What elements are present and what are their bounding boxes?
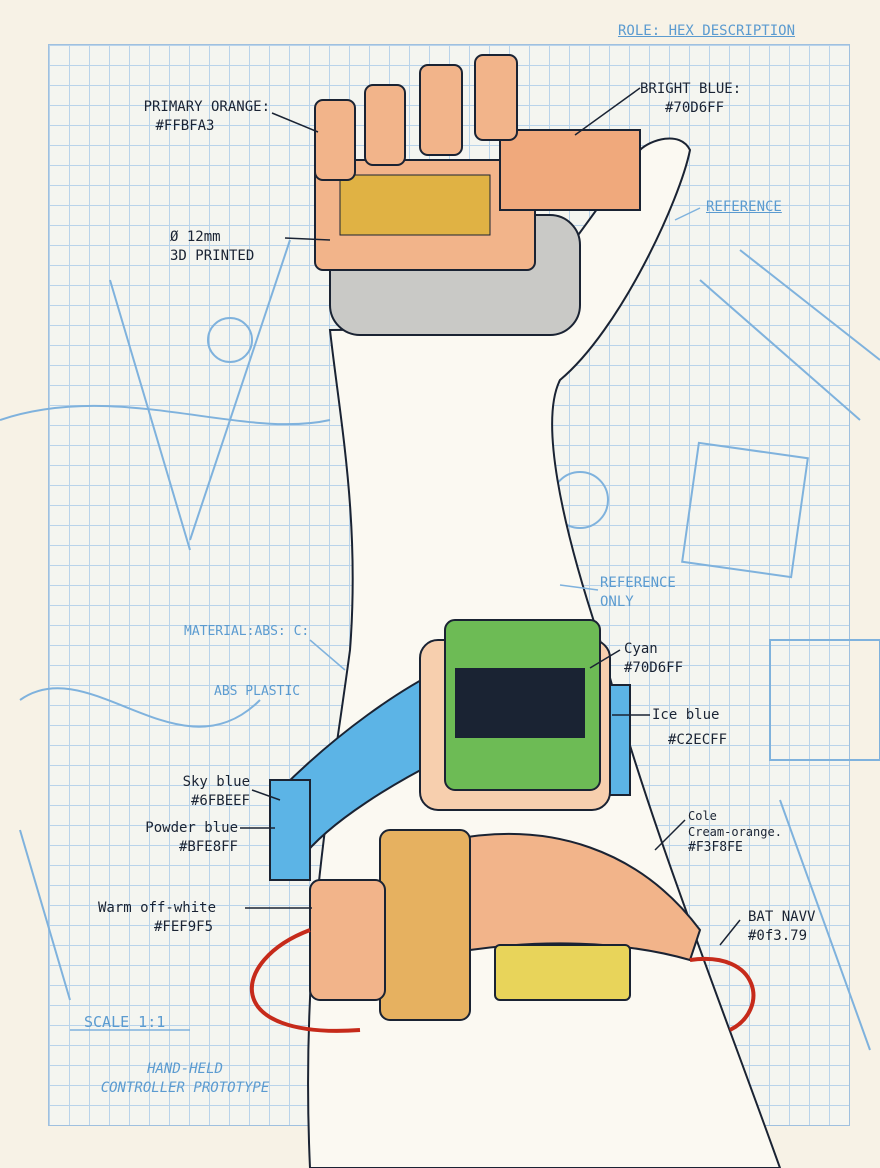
color-name: BRIGHT BLUE:: [640, 81, 742, 97]
label-diameter: Ø 12mm 3D PRINTED: [170, 228, 254, 266]
battery: [494, 944, 631, 1001]
color-name: Cyan: [624, 641, 658, 657]
label-cole: Cole Cream-orange. #F3F8FE: [688, 808, 782, 856]
color-hex: #6FBEEF: [190, 793, 250, 809]
color-name: Warm off-white: [98, 900, 217, 916]
label-material: MATERIAL:ABS: C:: [184, 624, 310, 639]
label-warm-off-white: Warm off-white #FEF9F5: [98, 899, 216, 937]
color-name: Sky blue: [182, 774, 250, 790]
label-reference-only: REFERENCE ONLY: [600, 574, 676, 612]
color-hex: #BFE8FF: [178, 839, 238, 855]
title-line1: HAND-HELD: [147, 1061, 223, 1077]
color-hex: #F3F8FE: [688, 840, 743, 855]
reference-line1: REFERENCE: [600, 575, 676, 591]
reference-sketches: [0, 239, 880, 1051]
color-name: PRIMARY ORANGE:: [143, 99, 270, 115]
label-abs-plastic: ABS PLASTIC: [214, 684, 301, 699]
color-name: Ice blue: [652, 707, 720, 723]
finger-actuators: [314, 54, 518, 181]
print-method: 3D PRINTED: [170, 248, 255, 264]
color-hex: #0f3.79: [748, 928, 808, 944]
label-primary-orange: PRIMARY ORANGE: #FFBFA3: [100, 98, 270, 136]
color-hex: #70D6FF: [665, 100, 725, 116]
scale-label: SCALE 1:1: [84, 1013, 166, 1031]
color-name: Powder blue: [145, 820, 238, 836]
color-hex: #70D6FF: [624, 660, 684, 676]
label-powder-blue: Powder blue #BFE8FF: [100, 819, 238, 857]
color-hex: #FEF9F5: [154, 919, 214, 935]
label-ice-blue: Ice blue #C2ECFF: [652, 706, 727, 750]
color-hex: #C2ECFF: [668, 732, 728, 748]
reference-line2: ONLY: [600, 594, 634, 610]
leader-lines: [240, 87, 741, 946]
diameter-text: Ø 12mm: [170, 229, 221, 245]
label-reference: REFERENCE: [706, 199, 782, 215]
cole-line1: Cole: [688, 809, 717, 823]
label-bright-blue: BRIGHT BLUE: #70D6FF: [640, 80, 741, 118]
color-hex: #FFBFA3: [155, 118, 215, 134]
color-name: BAT NAVV: [748, 909, 816, 925]
label-sky-blue: Sky blue #6FBEEF: [110, 773, 250, 811]
role-label: ROLE: HEX DESCRIPTION: [618, 23, 796, 39]
title-block: HAND-HELD CONTROLLER PROTOTYPE: [60, 1060, 310, 1098]
label-cyan: Cyan #70D6FF: [624, 640, 683, 678]
cole-line2: Cream-orange.: [688, 825, 782, 839]
title-line2: CONTROLLER PROTOTYPE: [100, 1080, 270, 1096]
label-bat-navy: BAT NAVV #0f3.79: [748, 908, 815, 946]
